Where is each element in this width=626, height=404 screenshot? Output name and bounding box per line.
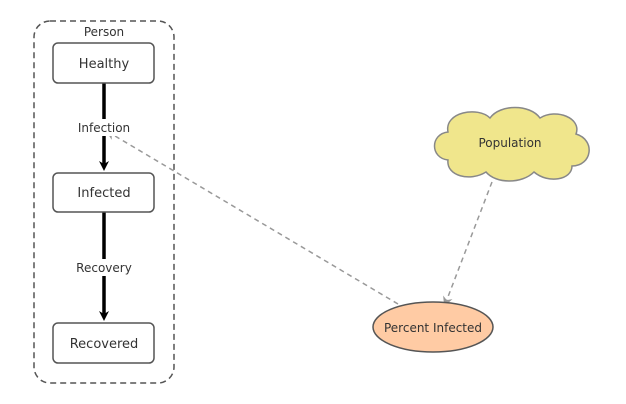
person-container-label: Person (84, 25, 124, 39)
state-infected-label: Infected (77, 186, 130, 201)
infection-label-bg (70, 119, 138, 136)
state-infected[interactable]: Infected (52, 172, 155, 213)
population-cloud-shape (433, 106, 590, 182)
recovery-label-bg (70, 259, 138, 276)
percent-infected-variable[interactable]: Percent Infected (372, 301, 494, 353)
state-healthy-label: Healthy (79, 57, 130, 72)
state-recovered-label: Recovered (70, 337, 139, 352)
population-label: Population (478, 136, 541, 150)
state-healthy[interactable]: Healthy (52, 42, 155, 84)
recovery-transition-label[interactable]: Recovery (76, 261, 132, 275)
percent-infected-to-infection-link[interactable] (105, 130, 399, 305)
state-recovered-box (52, 322, 155, 364)
population-to-percent-infected-link[interactable] (443, 181, 493, 307)
state-recovered[interactable]: Recovered (52, 322, 155, 364)
state-infected-box (52, 172, 155, 213)
percent-infected-label: Percent Infected (384, 321, 482, 335)
state-healthy-box (52, 42, 155, 84)
person-container[interactable] (33, 20, 175, 384)
percent-infected-ellipse (372, 301, 494, 353)
infection-transition-label[interactable]: Infection (78, 121, 130, 135)
population-variable[interactable]: Population (433, 106, 590, 182)
